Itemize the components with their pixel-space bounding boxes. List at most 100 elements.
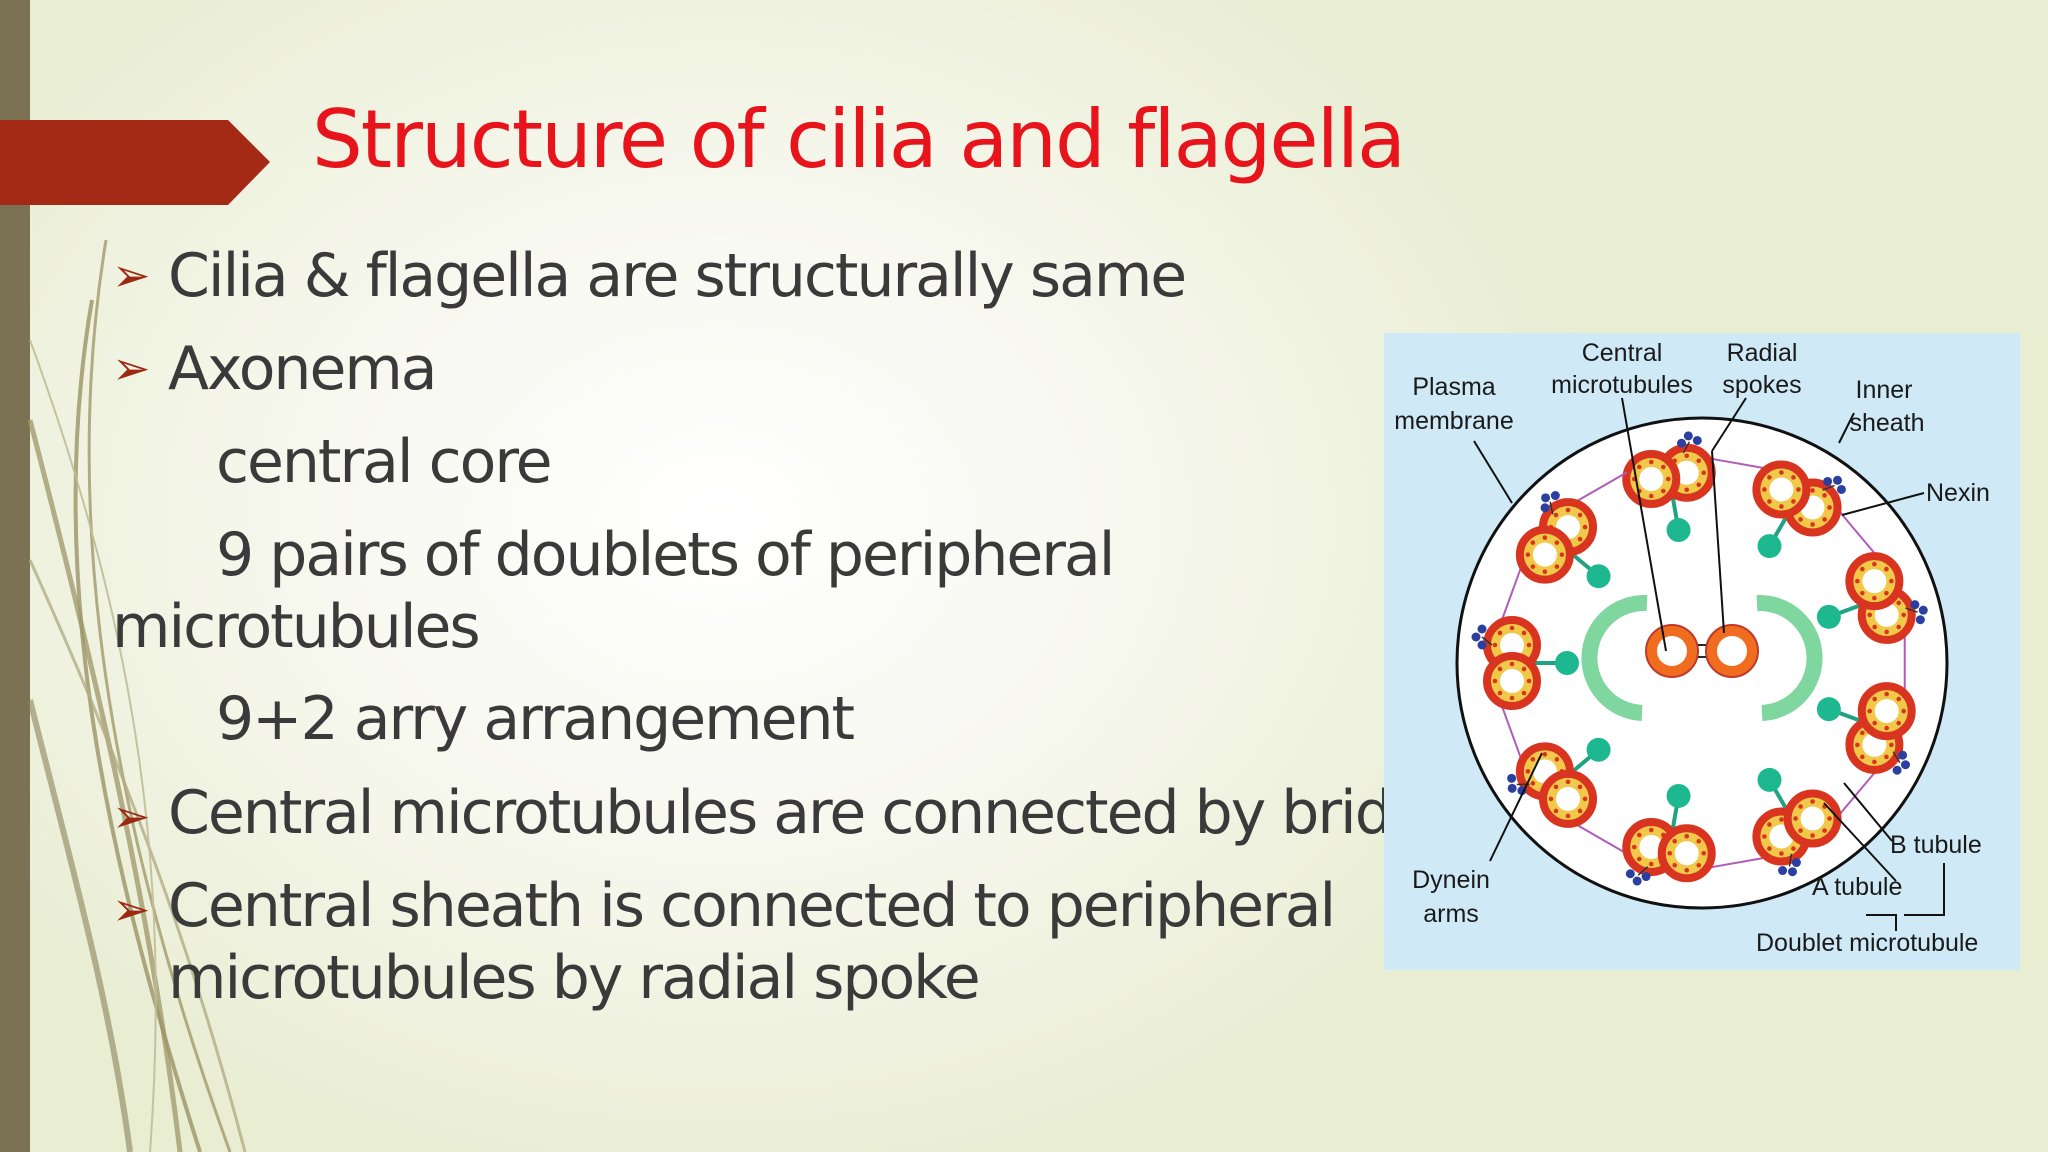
label-plasma: Plasma <box>1412 373 1495 401</box>
arrowhead-bullet-icon: ➢ <box>112 882 151 936</box>
protofilament-dot <box>1661 464 1666 470</box>
body-line-5: microtubules <box>112 592 481 662</box>
protofilament-dot <box>1884 754 1889 760</box>
protofilament-dot <box>1672 838 1678 844</box>
protofilament-dot <box>1867 612 1872 618</box>
protofilament-dot <box>1672 862 1678 868</box>
protofilament-dot <box>1827 816 1832 821</box>
protofilament-dot <box>1530 781 1536 786</box>
protofilament-dot <box>1827 505 1832 510</box>
dynein-head <box>1910 600 1920 610</box>
protofilament-dot <box>1553 808 1559 814</box>
label-spokes: spokes <box>1722 371 1801 399</box>
protofilament-dot <box>1822 828 1827 833</box>
spoke-head <box>1816 604 1841 629</box>
nexin-link <box>1836 769 1878 818</box>
protofilament-dot <box>1696 862 1702 868</box>
protofilament-dot <box>1521 690 1527 696</box>
protofilament-dot <box>1665 476 1671 482</box>
protofilament-dot <box>1779 470 1784 475</box>
dynein-arm <box>1682 441 1691 454</box>
protofilament-dot <box>1548 796 1554 802</box>
nexin-link <box>1500 703 1523 762</box>
dynein-arm <box>1892 751 1901 764</box>
protofilament-dot <box>1577 536 1583 542</box>
spoke-head <box>1757 534 1782 559</box>
b-tubule-lumen <box>1639 467 1664 492</box>
protofilament-dot <box>1497 690 1503 696</box>
protofilament-dot <box>1530 757 1536 762</box>
protofilament-dot <box>1884 629 1889 635</box>
protofilament-dot <box>1896 696 1902 702</box>
dynein-head <box>1677 438 1687 448</box>
protofilament-dot <box>1798 804 1803 809</box>
dynein-head <box>1791 858 1801 868</box>
protofilament-dot <box>1889 578 1894 584</box>
nexin-link <box>1707 457 1768 470</box>
protofilament-dot <box>1696 838 1702 844</box>
protofilament-dot <box>1525 552 1531 557</box>
protofilament-dot <box>1648 861 1654 867</box>
protofilament-dot <box>1582 524 1588 530</box>
protofilament-dot <box>1577 512 1583 518</box>
body-line-1: Cilia & flagella are structurally same <box>168 241 1187 311</box>
body-line-3: central core <box>216 427 553 497</box>
protofilament-dot <box>1553 784 1559 790</box>
label-central: Central <box>1582 339 1663 367</box>
protofilament-dot <box>1684 453 1690 459</box>
spoke-head <box>1757 767 1782 792</box>
protofilament-dot <box>1901 708 1906 714</box>
b-tubule-lumen <box>1800 806 1825 831</box>
dynein-head <box>1892 765 1902 775</box>
protofilament-dot <box>1779 817 1784 822</box>
dynein-head <box>1625 869 1635 879</box>
b-tubule-lumen <box>1862 569 1887 594</box>
protofilament-dot <box>1530 540 1536 545</box>
dynein-head <box>1918 605 1928 615</box>
protofilament-dot <box>1661 488 1666 494</box>
dynein-head <box>1550 491 1560 501</box>
b-tubule-lumen <box>1556 786 1581 811</box>
label-microtubules: microtubules <box>1551 371 1693 399</box>
spoke-head <box>1666 518 1691 543</box>
body-line-8: Central sheath is connected to periphera… <box>168 871 1336 941</box>
spoke-head <box>1586 564 1611 589</box>
dynein-head <box>1641 872 1651 882</box>
protofilament-dot <box>1767 499 1772 504</box>
protofilament-dot <box>1667 850 1673 856</box>
protofilament-dot <box>1855 742 1860 748</box>
dynein-arm <box>1822 484 1835 491</box>
protofilament-dot <box>1509 695 1515 701</box>
protofilament-dot <box>1521 630 1527 636</box>
nexin-link <box>1573 471 1628 504</box>
dynein-head <box>1507 783 1517 793</box>
spoke-head <box>1666 783 1691 808</box>
doublet-microtubules <box>1471 431 1928 886</box>
b-tubule-lumen <box>1674 841 1699 866</box>
protofilament-dot <box>1860 730 1865 736</box>
protofilament-dot <box>1509 625 1515 631</box>
b-tubule-lumen <box>1532 542 1557 567</box>
protofilament-dot <box>1901 612 1906 618</box>
protofilament-dot <box>1542 752 1548 757</box>
protofilament-dot <box>1860 754 1865 760</box>
dynein-head <box>1833 475 1843 485</box>
protofilament-dot <box>1872 759 1877 765</box>
protofilament-dot <box>1553 512 1559 518</box>
b-tubule-lumen <box>1500 669 1524 693</box>
protofilament-dot <box>1779 851 1784 856</box>
protofilament-dot <box>1636 832 1642 838</box>
protofilament-dot <box>1701 850 1707 856</box>
protofilament-dot <box>1822 493 1827 498</box>
protofilament-dot <box>1810 799 1815 804</box>
label-membrane: membrane <box>1394 407 1514 435</box>
protofilament-dot <box>1860 590 1865 596</box>
protofilament-dot <box>1497 630 1503 636</box>
protofilament-dot <box>1577 808 1583 814</box>
protofilament-dot <box>1526 642 1532 648</box>
dynein-head <box>1477 640 1487 650</box>
a-tubule-lumen <box>1674 460 1699 485</box>
a-tubule-lumen <box>1500 633 1524 657</box>
protofilament-dot <box>1896 600 1902 606</box>
